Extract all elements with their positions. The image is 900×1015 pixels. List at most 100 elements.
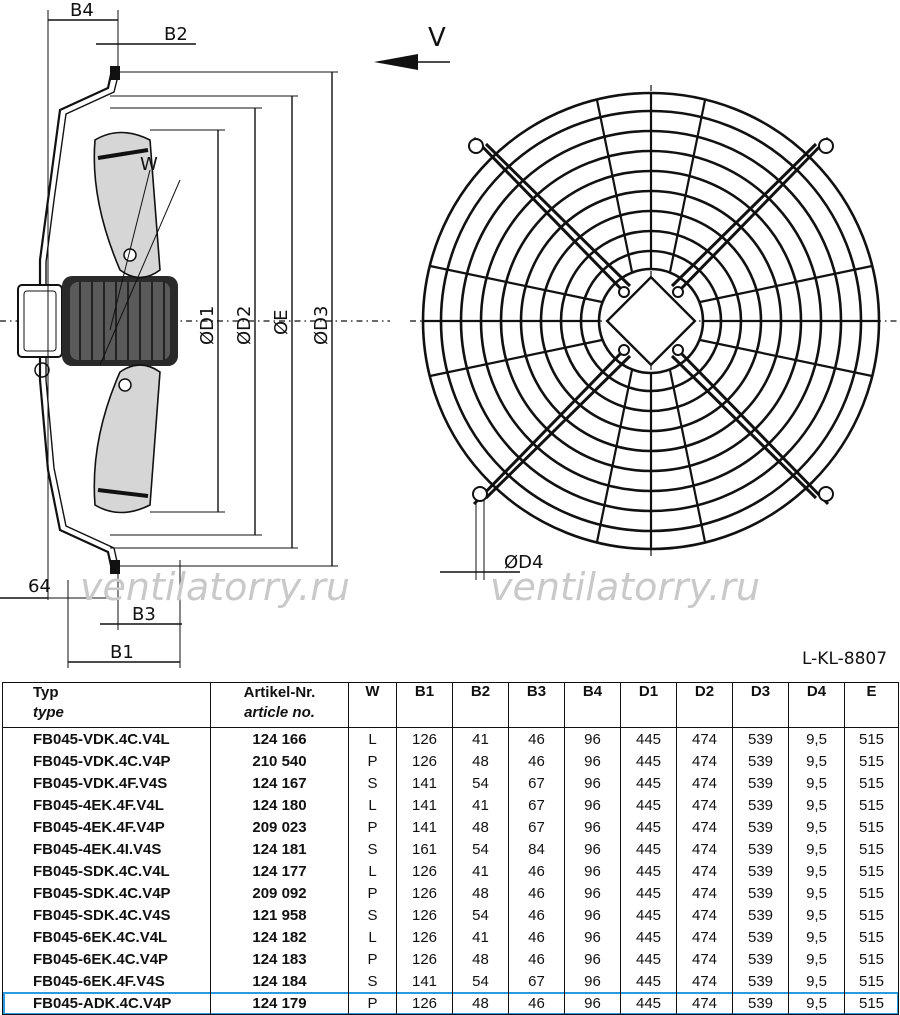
header-w: W	[348, 682, 397, 728]
cell-article: 124 167	[210, 772, 349, 794]
label-d3: ØD3	[311, 306, 332, 345]
cell-d4: 9,5	[788, 860, 845, 882]
cell-article: 124 181	[210, 838, 349, 860]
cell-d3: 539	[732, 727, 789, 750]
watermark-right: ventilatorry.ru	[490, 565, 760, 609]
cell-w: S	[348, 904, 397, 926]
cell-d1: 445	[620, 948, 677, 970]
cell-b1: 126	[396, 727, 453, 750]
cell-b4: 96	[564, 970, 621, 992]
header-b4: B4	[564, 682, 621, 728]
cell-d1: 445	[620, 926, 677, 948]
cell-d2: 474	[676, 838, 733, 860]
cell-d4: 9,5	[788, 772, 845, 794]
cell-d1: 445	[620, 882, 677, 904]
cell-b2: 41	[452, 926, 509, 948]
cell-article: 124 183	[210, 948, 349, 970]
header-b3: B3	[508, 682, 565, 728]
header-article: Artikel-Nr.article no.	[210, 682, 349, 728]
cell-d2: 474	[676, 727, 733, 750]
cell-type: FB045-4EK.4I.V4S	[33, 840, 162, 858]
cell-b4: 96	[564, 794, 621, 816]
cell-b3: 46	[508, 750, 565, 772]
cell-b2: 41	[452, 727, 509, 750]
cell-e: 515	[844, 904, 899, 926]
cell-d3: 539	[732, 992, 789, 1015]
cell-d2: 474	[676, 750, 733, 772]
label-b1: B1	[110, 642, 134, 663]
cell-b2: 41	[452, 860, 509, 882]
header-b2: B2	[452, 682, 509, 728]
cell-d1: 445	[620, 816, 677, 838]
cell-type: FB045-SDK.4C.V4P	[33, 884, 171, 902]
label-d4: ØD4	[504, 552, 543, 573]
cell-d2: 474	[676, 904, 733, 926]
cell-b1: 126	[396, 948, 453, 970]
cell-b4: 96	[564, 904, 621, 926]
cell-w: L	[348, 860, 397, 882]
cell-e: 515	[844, 794, 899, 816]
cell-e: 515	[844, 992, 899, 1015]
cell-b4: 96	[564, 772, 621, 794]
cell-b1: 126	[396, 992, 453, 1015]
cell-b3: 67	[508, 816, 565, 838]
cell-e: 515	[844, 882, 899, 904]
label-b4: B4	[70, 0, 94, 21]
cell-article: 209 023	[210, 816, 349, 838]
cell-b4: 96	[564, 750, 621, 772]
cell-b3: 46	[508, 904, 565, 926]
cell-d4: 9,5	[788, 926, 845, 948]
cell-b3: 46	[508, 992, 565, 1015]
cell-d3: 539	[732, 816, 789, 838]
cell-type: FB045-4EK.4F.V4L	[33, 796, 164, 814]
label-b3: B3	[132, 604, 156, 625]
cell-d2: 474	[676, 794, 733, 816]
cell-d2: 474	[676, 860, 733, 882]
cell-b4: 96	[564, 926, 621, 948]
cell-e: 515	[844, 772, 899, 794]
cell-d2: 474	[676, 772, 733, 794]
header-d2: D2	[676, 682, 733, 728]
label-w: W	[140, 154, 158, 175]
cell-b2: 48	[452, 816, 509, 838]
cell-article: 209 092	[210, 882, 349, 904]
cell-e: 515	[844, 926, 899, 948]
cell-type: FB045-ADK.4C.V4P	[33, 994, 172, 1012]
cell-d1: 445	[620, 772, 677, 794]
cell-d3: 539	[732, 904, 789, 926]
cell-w: L	[348, 794, 397, 816]
cell-article: 124 182	[210, 926, 349, 948]
cell-b3: 46	[508, 727, 565, 750]
cell-d2: 474	[676, 882, 733, 904]
cell-b2: 54	[452, 838, 509, 860]
header-e: E	[844, 682, 899, 728]
cell-article: 121 958	[210, 904, 349, 926]
cell-w: P	[348, 948, 397, 970]
cell-d3: 539	[732, 970, 789, 992]
cell-b1: 141	[396, 816, 453, 838]
cell-w: P	[348, 882, 397, 904]
header-d3: D3	[732, 682, 789, 728]
header-d4: D4	[788, 682, 845, 728]
label-d2: ØD2	[234, 306, 255, 345]
cell-d2: 474	[676, 816, 733, 838]
view-arrow: V	[374, 23, 450, 70]
cell-b4: 96	[564, 948, 621, 970]
cell-b2: 54	[452, 904, 509, 926]
cell-b3: 67	[508, 794, 565, 816]
cell-type: FB045-6EK.4C.V4P	[33, 950, 169, 968]
cell-b3: 67	[508, 772, 565, 794]
cell-b3: 46	[508, 926, 565, 948]
cell-d2: 474	[676, 926, 733, 948]
